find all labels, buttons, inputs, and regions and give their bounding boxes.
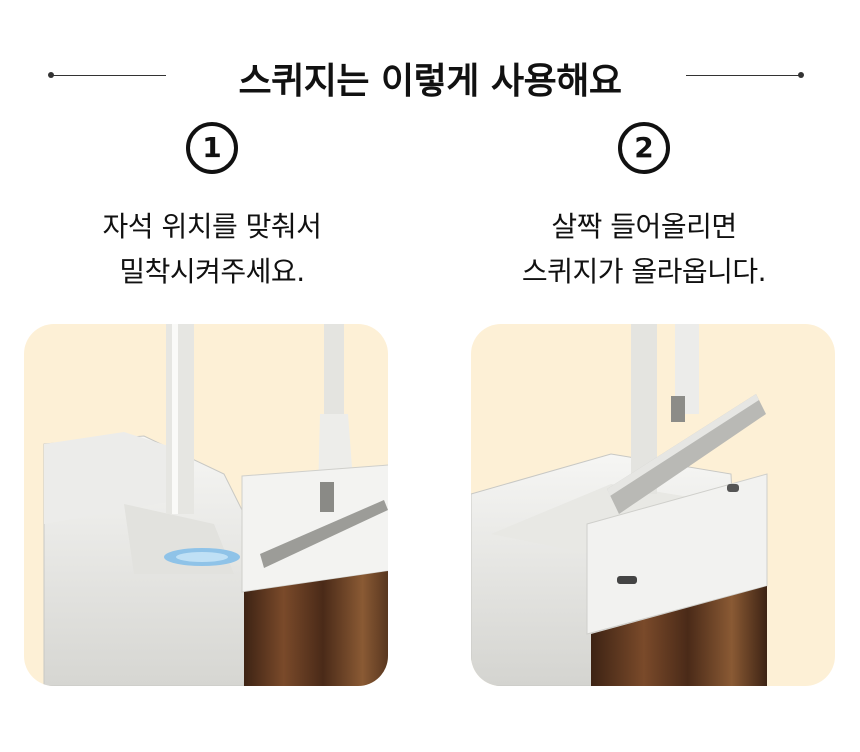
- step-1: 1 자석 위치를 맞춰서 밀착시켜주세요.: [8, 122, 416, 294]
- step-1-photo: [24, 324, 388, 686]
- squeegee-raised-illustration: [471, 324, 768, 686]
- title-row: 스퀴지는 이렇게 사용해요: [0, 48, 860, 104]
- step-description-line-1: 자석 위치를 맞춰서: [102, 210, 322, 243]
- step-number-badge: 1: [186, 122, 238, 174]
- step-2: 2 살짝 들어올리면 스퀴지가 올라옵니다.: [440, 122, 848, 294]
- title-dot-left: [48, 72, 54, 78]
- broom-dustpan-illustration: [43, 324, 388, 686]
- step-description: 자석 위치를 맞춰서 밀착시켜주세요.: [8, 204, 416, 294]
- step-2-photo: [471, 324, 835, 686]
- page-title: 스퀴지는 이렇게 사용해요: [238, 61, 622, 102]
- title-line-left: [50, 75, 166, 76]
- step-description-line-2: 스퀴지가 올라옵니다.: [521, 255, 767, 288]
- step-number-badge: 2: [618, 122, 670, 174]
- title-dot-right: [798, 72, 804, 78]
- title-line-right: [686, 75, 802, 76]
- step-description-line-1: 살짝 들어올리면: [551, 210, 737, 243]
- step-description-line-2: 밀착시켜주세요.: [119, 255, 305, 288]
- step-description: 살짝 들어올리면 스퀴지가 올라옵니다.: [440, 204, 848, 294]
